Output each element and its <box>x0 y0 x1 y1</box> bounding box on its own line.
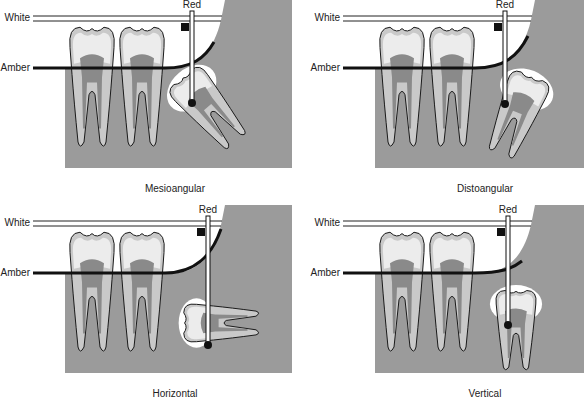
right-angle-marker <box>197 228 205 236</box>
tooth-outline <box>70 232 115 351</box>
line-label: Amber <box>311 267 340 279</box>
red-line <box>506 216 510 325</box>
amber-line <box>33 229 221 273</box>
white-line <box>33 226 221 227</box>
tooth <box>70 232 115 351</box>
red-line-end <box>188 99 196 107</box>
bone <box>65 0 292 168</box>
tooth <box>430 27 475 146</box>
tooth-pulp <box>130 259 154 333</box>
tooth-pulp <box>80 259 104 333</box>
red-line <box>206 216 210 345</box>
tooth-outline <box>430 27 475 146</box>
line-label: Amber <box>1 267 30 279</box>
tooth-pulp <box>130 54 154 128</box>
panel-caption: Horizontal <box>152 388 197 400</box>
right-angle-marker <box>497 228 505 236</box>
tooth-outline <box>380 27 425 146</box>
panel <box>343 205 584 373</box>
red-line <box>503 11 507 104</box>
red-line-end <box>204 341 212 349</box>
tooth-pulp <box>390 54 414 128</box>
tooth-outline <box>120 232 165 351</box>
tooth-pulp <box>390 259 414 333</box>
line-label: Red <box>496 0 514 11</box>
bone <box>375 0 584 168</box>
tooth-outline <box>166 64 252 155</box>
white-line <box>33 221 222 222</box>
tooth-outline <box>496 291 536 370</box>
panel <box>33 0 292 168</box>
line-label: White <box>4 12 30 24</box>
white-line <box>343 226 531 227</box>
tooth <box>490 285 542 370</box>
tooth <box>380 232 425 351</box>
panel <box>33 205 292 373</box>
tooth-outline <box>430 232 475 351</box>
line-label: White <box>314 12 340 24</box>
tooth <box>158 55 258 159</box>
tooth-pulp <box>440 259 464 333</box>
tooth <box>475 61 560 164</box>
tooth <box>70 27 115 146</box>
tooth <box>120 27 165 146</box>
line-label: Amber <box>1 62 30 74</box>
amber-line <box>343 261 522 273</box>
amber-line <box>33 42 214 68</box>
tooth <box>380 27 425 146</box>
red-line <box>190 11 194 103</box>
panel-caption: Vertical <box>469 388 502 400</box>
line-label: Red <box>199 204 217 216</box>
line-label: White <box>4 217 30 229</box>
right-angle-marker <box>181 23 189 31</box>
panel-caption: Distoangular <box>457 183 513 195</box>
tooth-pulp <box>440 54 464 128</box>
bone <box>375 205 584 373</box>
line-label: Red <box>499 204 517 216</box>
tooth-outline <box>184 304 259 342</box>
tooth-pulp <box>495 90 536 147</box>
tooth <box>430 232 475 351</box>
red-line-end <box>501 100 509 108</box>
panel-caption: Mesioangular <box>145 183 205 195</box>
amber-line <box>343 36 528 68</box>
line-label: White <box>314 217 340 229</box>
tooth-outline <box>380 232 425 351</box>
tooth-outline <box>481 68 552 161</box>
tooth-outline <box>70 27 115 146</box>
tooth <box>179 298 259 347</box>
panel <box>343 0 584 168</box>
right-angle-marker <box>494 23 502 31</box>
bone <box>65 205 292 373</box>
tooth-outline <box>120 27 165 146</box>
line-label: Amber <box>311 62 340 74</box>
red-line-end <box>504 321 512 329</box>
line-label: Red <box>183 0 201 11</box>
tooth <box>120 232 165 351</box>
white-line <box>343 221 532 222</box>
tooth-pulp <box>80 54 104 128</box>
